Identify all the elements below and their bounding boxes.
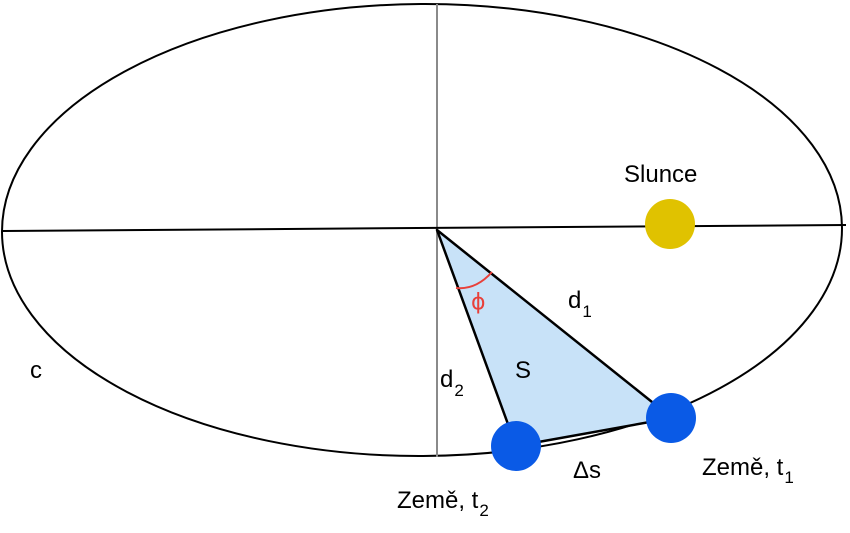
d2-label: d2 <box>440 366 464 400</box>
arc-label: Δs <box>573 457 601 484</box>
d1-sub: 1 <box>582 302 591 321</box>
earth-t2-label: Země, t2 <box>397 487 489 520</box>
d1-main: d <box>568 287 581 314</box>
d2-main: d <box>440 366 453 393</box>
swept-area <box>435 228 674 448</box>
curve-label: c <box>30 357 42 384</box>
earth-t2 <box>491 421 541 471</box>
d1-label: d1 <box>568 287 592 321</box>
earth-t1 <box>646 393 696 443</box>
sun-label: Slunce <box>624 161 697 188</box>
area-label: S <box>515 357 531 384</box>
earth-t1-sub: 1 <box>784 468 793 487</box>
angle-label: ϕ <box>471 290 486 315</box>
d2-sub: 2 <box>454 381 463 400</box>
earth-t1-main: Země, t <box>702 454 784 481</box>
earth-t2-sub: 2 <box>479 501 488 520</box>
earth-t2-main: Země, t <box>397 487 479 514</box>
orbit-ellipse <box>1 2 843 458</box>
earth-t1-label: Země, t1 <box>702 454 794 487</box>
sun <box>645 199 695 249</box>
major-axis <box>2 224 847 232</box>
angle-arc <box>455 271 493 290</box>
